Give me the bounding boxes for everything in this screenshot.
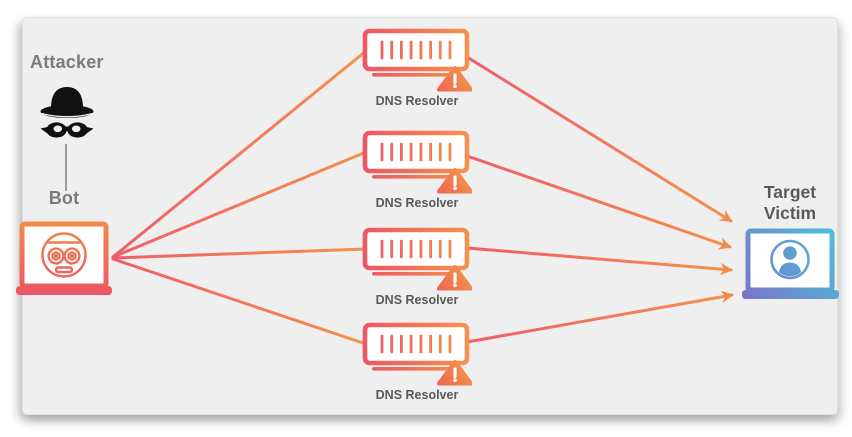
spy-hat-mask-icon <box>40 87 94 138</box>
warning-triangle-icon <box>437 265 472 291</box>
dns-resolver-node: DNS Resolver <box>352 227 482 307</box>
target-label-line1: Target <box>763 182 817 202</box>
bot-to-resolver-line-3 <box>111 247 368 260</box>
resolver-to-target-arrow-1 <box>465 55 733 223</box>
warning-triangle-icon <box>437 66 472 92</box>
person-icon <box>770 239 810 280</box>
attacker-label: Attacker <box>30 52 104 72</box>
resolver-to-target-arrow-3 <box>465 246 733 276</box>
dns-resolver-node: DNS Resolver <box>352 130 482 210</box>
warning-triangle-icon <box>437 168 472 194</box>
bot-to-resolver-line-4 <box>111 257 368 346</box>
target-victim-label: Target Victim <box>740 182 840 224</box>
victim-laptop-person-icon <box>742 228 839 299</box>
resolver-to-target-arrow-4 <box>465 290 734 344</box>
bot-laptop-icon <box>16 221 112 295</box>
server-icon <box>362 227 472 291</box>
target-label-line2: Victim <box>763 203 817 223</box>
attacker-bot-connector <box>65 144 67 191</box>
server-icon <box>362 130 472 194</box>
dns-resolver-node: DNS Resolver <box>352 322 482 402</box>
robot-face-icon <box>41 232 87 278</box>
dns-resolver-node: DNS Resolver <box>352 28 482 108</box>
server-icon <box>362 28 472 92</box>
dns-resolver-label: DNS Resolver <box>375 388 459 402</box>
bot-to-resolver-line-1 <box>111 49 368 259</box>
server-icon <box>362 322 472 386</box>
dns-resolver-label: DNS Resolver <box>375 196 459 210</box>
bot-label: Bot <box>48 188 80 208</box>
dns-resolver-label: DNS Resolver <box>375 293 459 307</box>
bot-to-resolver-line-2 <box>111 150 368 259</box>
resolver-to-target-arrow-2 <box>465 154 732 250</box>
dns-resolver-label: DNS Resolver <box>375 94 459 108</box>
warning-triangle-icon <box>437 360 472 386</box>
target-victim-node: Target Victim <box>740 182 840 306</box>
